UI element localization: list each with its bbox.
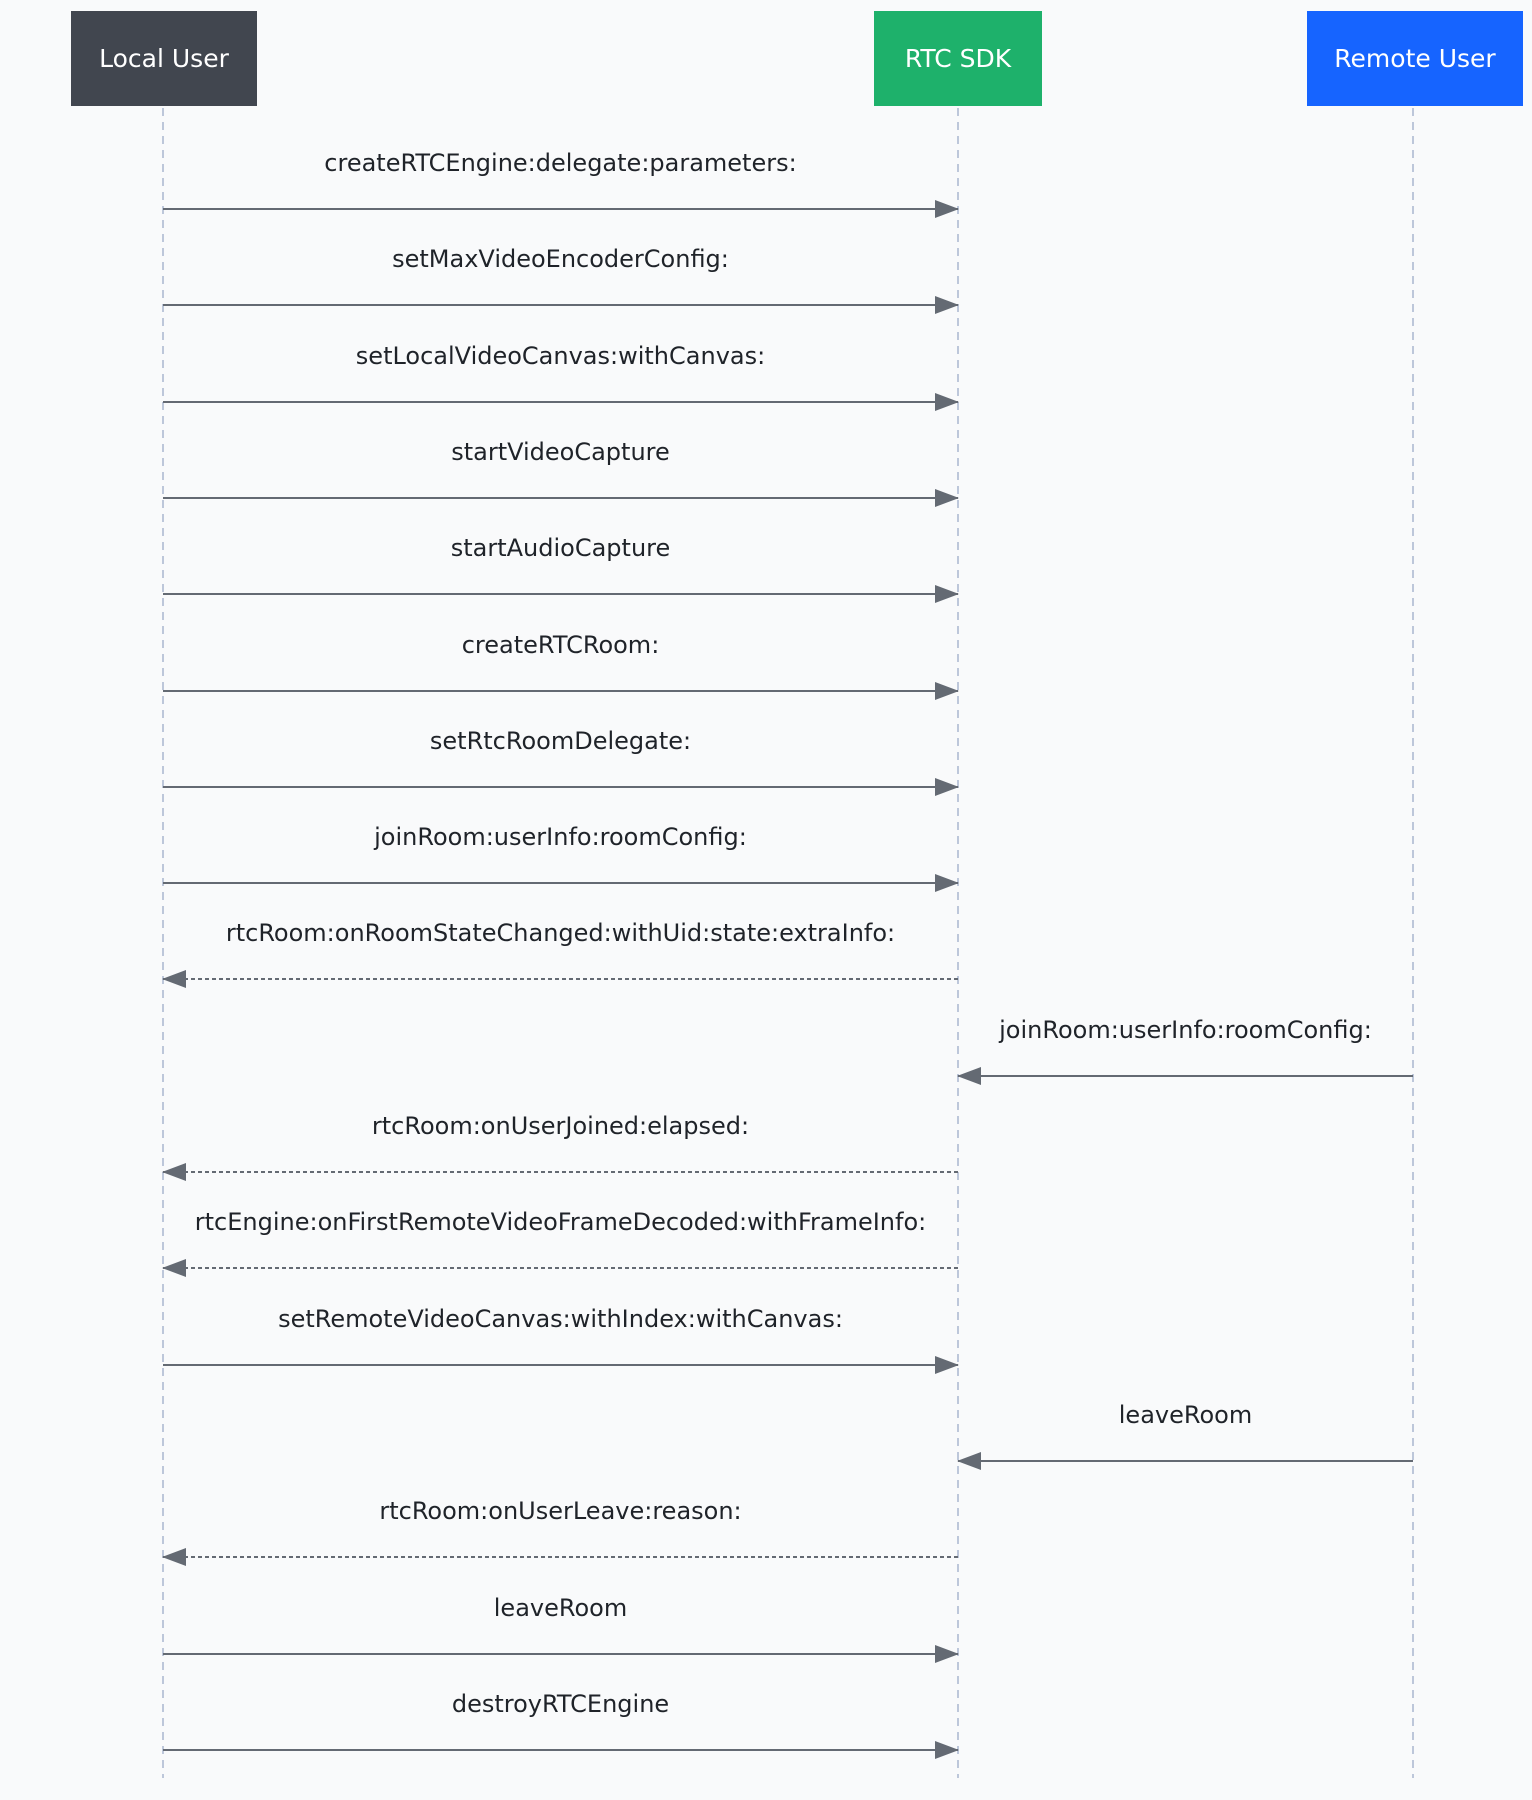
message-11: rtcRoom:onUserJoined:elapsed: [162, 1112, 958, 1181]
message-label: leaveRoom [1119, 1401, 1252, 1429]
message-13: setRemoteVideoCanvas:withIndex:withCanva… [163, 1305, 959, 1374]
message-17: destroyRTCEngine [163, 1690, 959, 1759]
message-label: createRTCRoom: [462, 631, 660, 659]
message-10: joinRoom:userInfo:roomConfig: [957, 1016, 1413, 1085]
participant-rtc-sdk: RTC SDK [874, 11, 1042, 106]
lifelines [162, 108, 1414, 1778]
participant-label: Local User [99, 44, 229, 73]
message-label: destroyRTCEngine [452, 1690, 669, 1718]
message-6: createRTCRoom: [163, 631, 959, 700]
message-4: startVideoCapture [163, 438, 959, 507]
participant-local-user: Local User [71, 11, 257, 106]
message-14: leaveRoom [957, 1401, 1413, 1470]
message-label: joinRoom:userInfo:roomConfig: [373, 823, 747, 851]
message-5: startAudioCapture [163, 534, 959, 603]
participant-label: Remote User [1334, 44, 1496, 73]
message-15: rtcRoom:onUserLeave:reason: [162, 1497, 958, 1566]
message-8: joinRoom:userInfo:roomConfig: [163, 823, 959, 892]
message-label: setMaxVideoEncoderConfig: [392, 245, 729, 273]
message-16: leaveRoom [163, 1594, 959, 1663]
message-label: rtcRoom:onUserLeave:reason: [379, 1497, 741, 1525]
message-label: rtcRoom:onUserJoined:elapsed: [372, 1112, 749, 1140]
message-label: startAudioCapture [451, 534, 671, 562]
message-7: setRtcRoomDelegate: [163, 727, 959, 796]
message-12: rtcEngine:onFirstRemoteVideoFrameDecoded… [162, 1208, 958, 1277]
message-1: createRTCEngine:delegate:parameters: [163, 149, 959, 218]
message-label: setRtcRoomDelegate: [430, 727, 691, 755]
participant-remote-user: Remote User [1307, 11, 1523, 106]
message-label: rtcEngine:onFirstRemoteVideoFrameDecoded… [195, 1208, 926, 1236]
message-label: rtcRoom:onRoomStateChanged:withUid:state… [226, 919, 895, 947]
participant-label: RTC SDK [904, 44, 1012, 73]
message-label: joinRoom:userInfo:roomConfig: [998, 1016, 1372, 1044]
message-label: createRTCEngine:delegate:parameters: [324, 149, 796, 177]
message-3: setLocalVideoCanvas:withCanvas: [163, 342, 959, 411]
message-label: setRemoteVideoCanvas:withIndex:withCanva… [278, 1305, 843, 1333]
message-9: rtcRoom:onRoomStateChanged:withUid:state… [162, 919, 958, 988]
message-label: startVideoCapture [451, 438, 670, 466]
message-2: setMaxVideoEncoderConfig: [163, 245, 959, 314]
message-label: leaveRoom [494, 1594, 627, 1622]
messages: createRTCEngine:delegate:parameters: setM… [162, 149, 1413, 1759]
message-label: setLocalVideoCanvas:withCanvas: [356, 342, 765, 370]
